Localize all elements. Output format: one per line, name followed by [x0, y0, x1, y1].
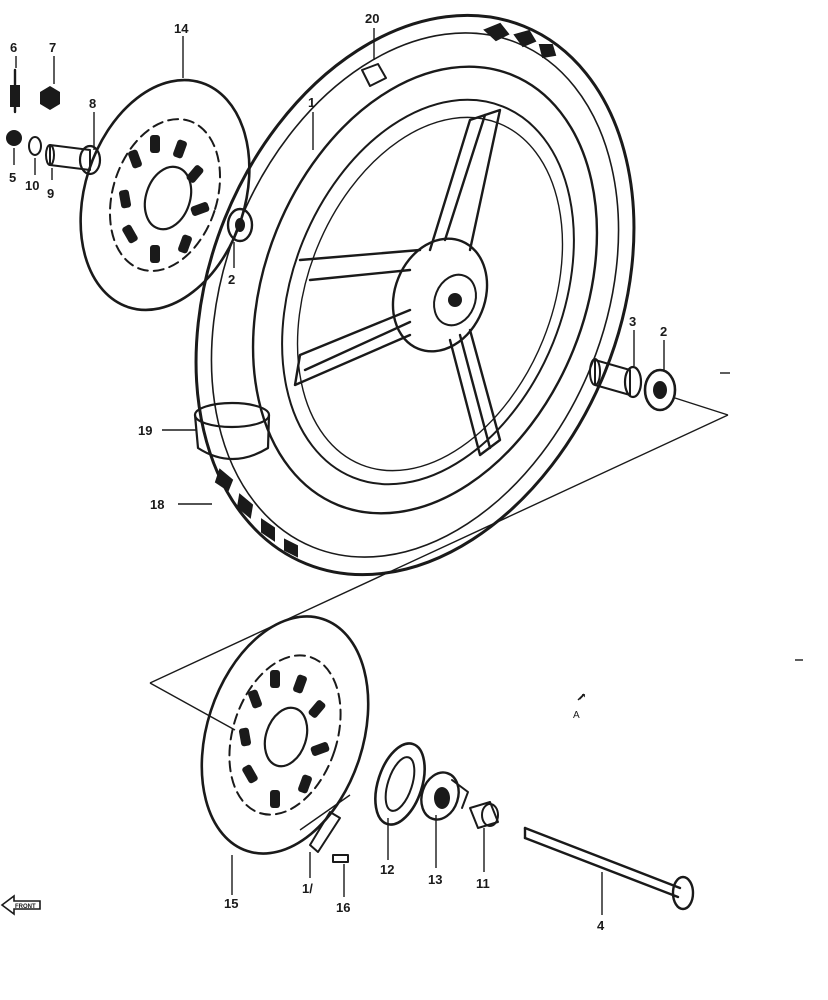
- callout-7: 7: [49, 40, 56, 55]
- callout-13: 13: [428, 872, 442, 887]
- callout-17: 1/: [302, 881, 313, 896]
- callout-4: 4: [597, 918, 605, 933]
- wheel-hub: [391, 237, 489, 353]
- upper-brake-disc: [79, 78, 251, 312]
- lower-hardware: [309, 742, 695, 911]
- tire-tread: [214, 22, 557, 558]
- callout-12: 12: [380, 862, 394, 877]
- perspective-guides: [149, 397, 729, 831]
- front-wheel-assembly: [194, 13, 636, 577]
- callout-1: 1: [308, 95, 315, 110]
- callout-16: 16: [336, 900, 350, 915]
- callout-8: 8: [89, 96, 96, 111]
- lower-brake-disc: [200, 615, 370, 855]
- callout-11: 11: [476, 876, 490, 891]
- tire: [194, 13, 636, 577]
- callout-9: 9: [47, 186, 54, 201]
- wheel-spokes: [293, 108, 502, 457]
- view-marker: A: [573, 710, 580, 721]
- callout-2-upper: 2: [228, 272, 235, 287]
- callout-18: 18: [150, 497, 164, 512]
- leader-lines: [13, 28, 665, 915]
- view-marker-arrow: ↗: [578, 692, 586, 703]
- callout-15: 15: [224, 896, 238, 911]
- callout-5: 5: [9, 170, 16, 185]
- front-direction-label: FRONT: [15, 904, 36, 910]
- right-bearing-set: [589, 358, 677, 412]
- front-axle: [523, 826, 695, 911]
- margin-ticks: [720, 372, 803, 661]
- callout-labels: 1 2 2 3 4 5 6 7 8 9 10 11 12 13 14 15 16…: [9, 11, 667, 933]
- callout-19: 19: [138, 423, 152, 438]
- callout-2-right: 2: [660, 324, 667, 339]
- callout-6: 6: [10, 40, 17, 55]
- callout-14: 14: [174, 21, 189, 36]
- upper-hardware: [6, 68, 254, 243]
- wheel-rim: [251, 65, 599, 515]
- callout-3: 3: [629, 314, 636, 329]
- valve-cap: [361, 63, 387, 87]
- balance-weight: [193, 401, 271, 460]
- upper-bearing: [226, 207, 254, 243]
- front-direction-arrow: FRONT: [0, 894, 41, 916]
- callout-10: 10: [25, 178, 39, 193]
- callout-20: 20: [365, 11, 379, 26]
